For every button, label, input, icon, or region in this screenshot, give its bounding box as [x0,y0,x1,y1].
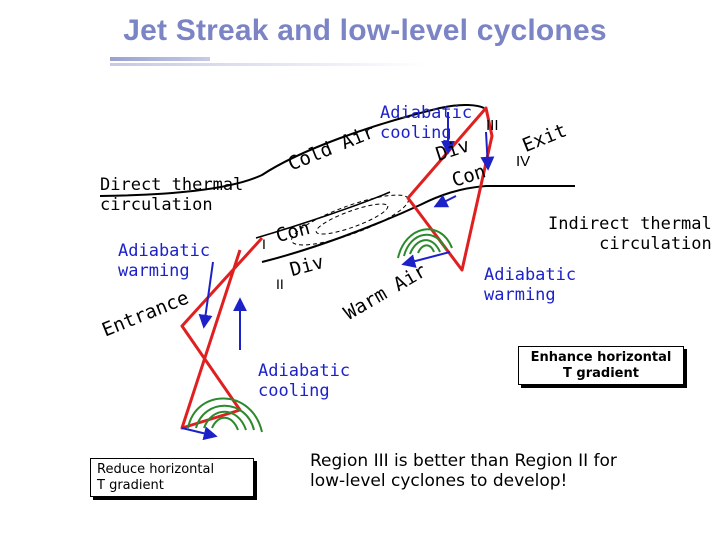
direct-thermal-label: Direct thermal circulation [100,175,244,215]
div-left-label: Div [287,250,327,282]
page-title: Jet Streak and low-level cyclones [123,14,607,47]
reduce-gradient-box: Reduce horizontal T gradient [90,458,254,498]
left-lower-flow-arrow [181,426,218,441]
right-lower-flow-arrow [401,251,451,268]
exit-label: Exit [519,119,570,157]
title-underline [110,57,210,61]
indirect-thermal-label: Indirect thermal circulation [548,214,712,254]
region-iii-label: III [486,117,499,134]
adiabatic-cooling-bottom-label: Adiabatic cooling [258,361,351,401]
warm-air-label: Warm Air [340,259,431,325]
adiabatic-cooling-top-label: Adiabatic cooling [380,103,473,143]
right-downward-arrow [480,131,495,171]
title-underline-fade [110,63,430,66]
left-surface-isobars [187,397,263,433]
right-surface-arrow [433,194,457,208]
adiabatic-warming-right-label: Adiabatic warming [484,265,577,305]
entrance-label: Entrance [98,286,192,342]
region-iv-label: IV [516,153,531,170]
cold-air-label: Cold Air [284,120,378,176]
con-left-label: Con [273,216,313,248]
region-i-label: I [262,236,266,252]
jet-center-line [255,191,391,239]
jet-core-ellipse-inner [315,203,389,235]
right-circulation-loop [406,106,494,272]
conclusion-text: Region III is better than Region II for … [310,451,617,491]
jet-upper-boundary [99,104,485,197]
con-right-label: Con [449,160,489,192]
region-ii-label: II [276,276,284,292]
enhance-gradient-box: Enhance horizontal T gradient [518,346,684,386]
left-downward-arrow [198,261,214,329]
div-top-label: Div [433,134,473,166]
right-surface-isobars [397,228,453,259]
adiabatic-warming-left-label: Adiabatic warming [118,241,211,281]
